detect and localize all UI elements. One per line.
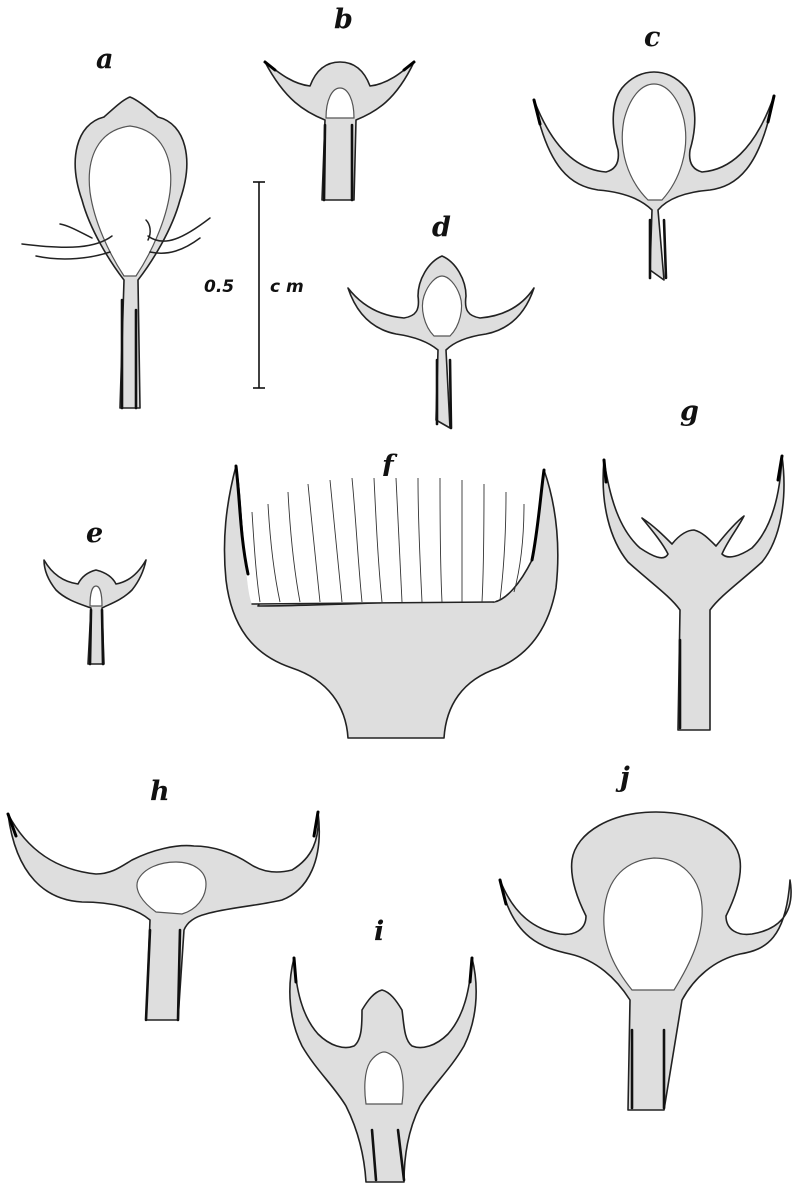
scale-bar: 0.5 c m [204, 182, 304, 388]
specimen-a: a [22, 44, 210, 408]
panel-label-a: a [96, 44, 114, 75]
specimen-e: e [44, 518, 146, 664]
specimen-i: i [290, 916, 476, 1182]
specimen-h: h [8, 776, 319, 1020]
panel-label-e: e [86, 518, 103, 549]
scale-bar-value: 0.5 [204, 277, 234, 297]
scale-bar-unit: c m [270, 277, 304, 297]
specimen-f: f [224, 450, 557, 738]
specimen-d: d [348, 212, 534, 428]
panel-label-j: j [615, 762, 630, 793]
specimen-c: c [534, 22, 774, 280]
panel-label-d: d [432, 212, 451, 243]
panel-label-g: g [680, 396, 699, 427]
panel-label-i: i [374, 916, 384, 947]
specimen-b: b [265, 4, 414, 200]
panel-label-h: h [150, 776, 170, 807]
specimen-g: g [603, 396, 784, 730]
panel-label-b: b [334, 4, 353, 35]
specimen-j: j [500, 762, 791, 1110]
panel-label-c: c [644, 22, 660, 53]
